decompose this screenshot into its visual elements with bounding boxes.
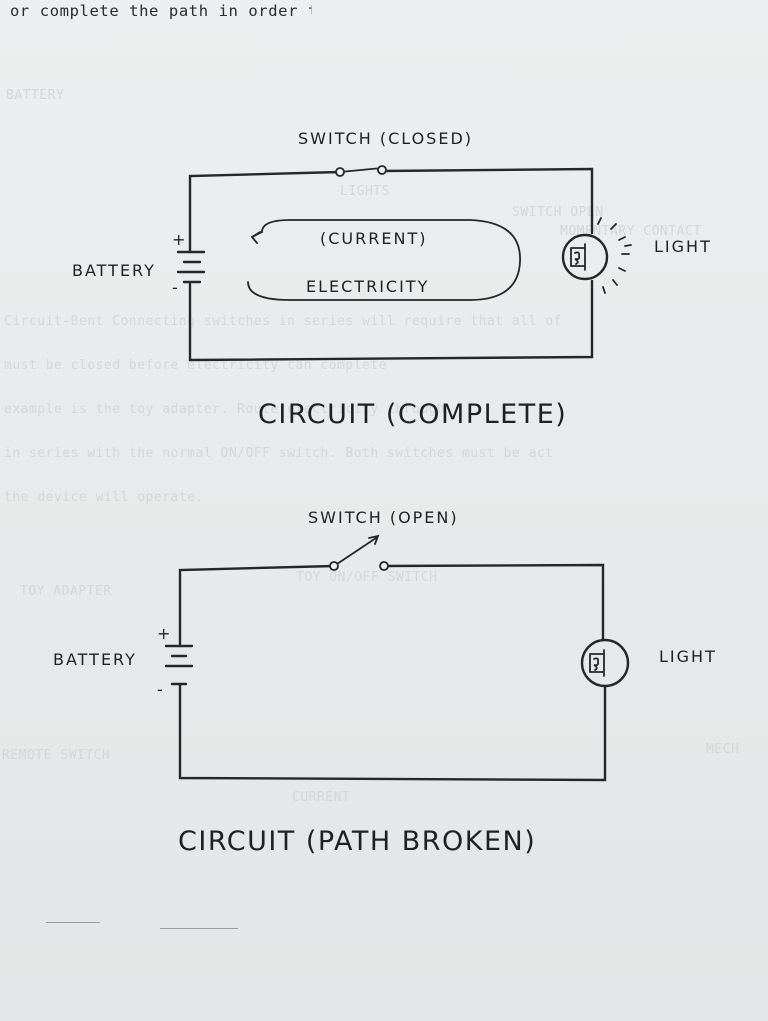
- complete-top-wire-left: [188, 170, 342, 254]
- pencil-mark: [46, 922, 100, 923]
- complete-circuit-caption: CIRCUIT (COMPLETE): [258, 399, 568, 430]
- ghost-text: SWITCH OPEN: [512, 205, 604, 220]
- ghost-text: BATTERY: [6, 88, 65, 103]
- open-switch-symbol: [329, 534, 389, 571]
- ghost-text: MOMENTARY CONTACT: [560, 224, 702, 239]
- light-label-broken: LIGHT: [659, 647, 717, 666]
- complete-battery-symbol: [176, 250, 206, 284]
- closed-switch-label: SWITCH (CLOSED): [298, 129, 473, 148]
- ghost-text: in series with the normal ON/OFF switch.…: [4, 446, 554, 461]
- complete-top-wire-right: [380, 167, 594, 235]
- battery-positive-sign: +: [157, 624, 173, 643]
- broken-circuit-wiring: [164, 534, 630, 782]
- broken-top-wire-right: [382, 563, 605, 642]
- current-flow-loop: [247, 219, 521, 301]
- ghost-text: REMOTE SWITCH: [2, 748, 111, 763]
- battery-label-broken: BATTERY: [53, 650, 137, 669]
- current-label: (CURRENT): [320, 229, 428, 248]
- header-text-line: or complete the path in order to control…: [10, 2, 527, 20]
- broken-battery-symbol: [164, 644, 194, 686]
- ghost-text: TOY ADAPTER: [20, 584, 112, 599]
- broken-top-wire-left: [178, 564, 336, 646]
- ghost-text: MECH: [706, 742, 740, 757]
- battery-label-complete: BATTERY: [72, 261, 156, 280]
- broken-circuit-caption: CIRCUIT (PATH BROKEN): [178, 826, 537, 857]
- broken-bottom-wire: [178, 682, 607, 782]
- ghost-text: must be closed before electricity can co…: [4, 358, 388, 373]
- battery-positive-sign: +: [172, 230, 188, 249]
- electricity-label: ELECTRICITY: [306, 277, 430, 296]
- complete-circuit-wiring: [176, 165, 632, 362]
- ghost-text: Circuit-Bent Connecting switches in seri…: [4, 314, 562, 329]
- ghost-text: the device will operate.: [4, 490, 204, 505]
- complete-bottom-wire: [188, 279, 594, 362]
- lit-bulb-icon: [561, 217, 632, 294]
- ghost-text: LIGHTS: [340, 184, 390, 199]
- battery-negative-sign: -: [172, 278, 180, 297]
- unlit-bulb-icon: [580, 638, 630, 688]
- ghost-text: example is the toy adapter. Route electr…: [4, 402, 446, 417]
- battery-negative-sign: -: [157, 680, 165, 699]
- open-switch-label: SWITCH (OPEN): [308, 508, 459, 527]
- closed-switch-symbol: [335, 165, 387, 177]
- ghost-text: CURRENT: [292, 790, 351, 805]
- ghost-text: TOY ON/OFF SWITCH: [296, 570, 438, 585]
- pencil-mark: [160, 928, 238, 929]
- light-label-complete: LIGHT: [654, 237, 712, 256]
